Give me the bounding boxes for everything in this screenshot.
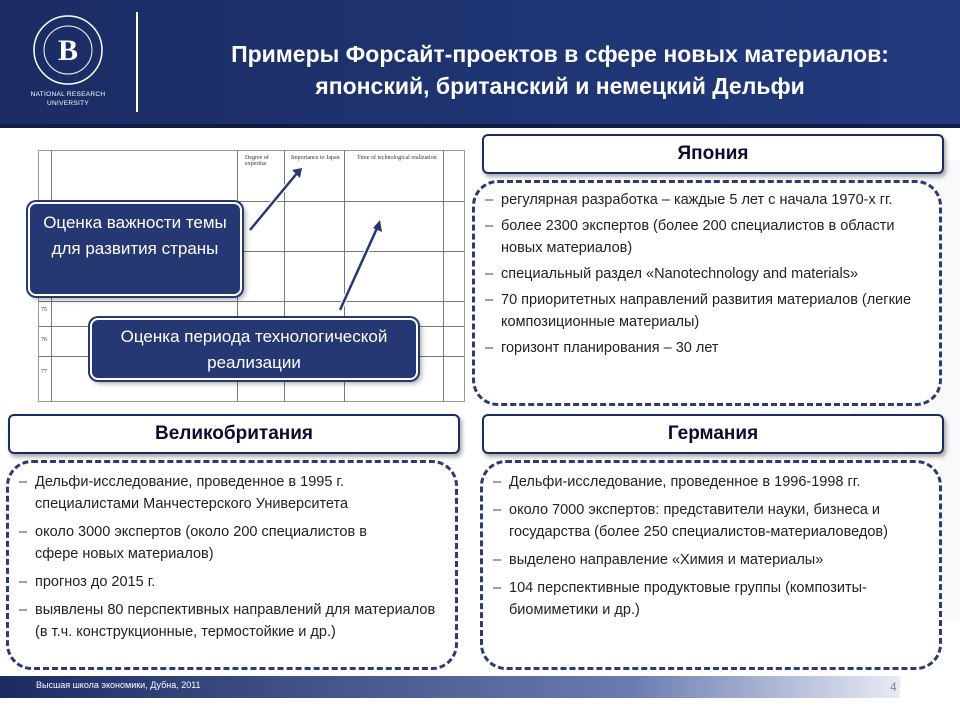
table-line [284, 151, 285, 401]
title-line-2: японский, британский и немецкий Дельфи [315, 73, 805, 99]
list-item: горизонт планирования – 30 лет [483, 337, 937, 359]
list-item: регулярная разработка – каждые 5 лет с н… [483, 189, 937, 211]
header-bar [0, 0, 960, 128]
title-line-1: Примеры Форсайт-проектов в сфере новых м… [231, 41, 889, 67]
uk-box: Дельфи-исследование, проведенное в 1995 … [6, 460, 458, 670]
page-number: 4 [890, 680, 897, 694]
germany-list: Дельфи-исследование, проведенное в 1996-… [491, 471, 919, 621]
callout-arrows [248, 168, 382, 312]
row-number: 77 [41, 369, 47, 375]
hse-logo-icon: В [33, 15, 103, 85]
footer-text: Высшая школа экономики, Дубна, 2011 [36, 680, 201, 690]
list-item: 70 приоритетных направлений развития мат… [483, 289, 937, 333]
germany-box: Дельфи-исследование, проведенное в 1996-… [480, 460, 942, 670]
list-item: 104 перспективные продуктовые группы (ко… [491, 577, 919, 621]
japan-box: регулярная разработка – каждые 5 лет с н… [472, 180, 942, 406]
list-item: Дельфи-исследование, проведенное в 1996-… [491, 471, 919, 493]
list-item: около 7000 экспертов: представители наук… [491, 499, 919, 543]
uk-list: Дельфи-исследование, проведенное в 1995 … [17, 471, 445, 643]
col-header: Time of technological realization [357, 155, 437, 161]
col-header: Importance to Japan [291, 155, 340, 161]
list-item: более 2300 экспертов (более 200 специали… [483, 215, 937, 259]
header-separator [136, 12, 138, 112]
list-item: выделено направление «Химия и материалы» [491, 549, 919, 571]
table-line [39, 301, 464, 302]
header-divider [0, 124, 960, 128]
table-line [344, 151, 345, 401]
japan-list: регулярная разработка – каждые 5 лет с н… [483, 189, 937, 359]
table-line [443, 151, 444, 401]
table-line [39, 201, 464, 202]
list-item: Дельфи-исследование, проведенное в 1995 … [17, 471, 445, 515]
svg-text:В: В [58, 34, 78, 67]
germany-label: Германия [482, 414, 944, 454]
list-item: специальный раздел «Nanotechnology and m… [483, 263, 937, 285]
footer-bar [0, 676, 900, 698]
page-title: Примеры Форсайт-проектов в сфере новых м… [160, 38, 960, 102]
uk-label: Великобритания [8, 414, 460, 454]
logo-caption: NATIONAL RESEARCH UNIVERSITY [30, 91, 106, 107]
col-header: Degree of expertise [245, 155, 269, 167]
table-line [39, 251, 464, 252]
row-number: 76 [41, 337, 47, 343]
list-item: около 3000 экспертов (около 200 специали… [17, 521, 445, 565]
japan-label: Япония [482, 134, 944, 174]
row-number: 75 [41, 307, 47, 313]
list-item: прогноз до 2015 г. [17, 571, 445, 593]
list-item: выявлены 80 перспективных направлений дл… [17, 599, 445, 643]
callout-period: Оценка периода технологической реализаци… [90, 318, 418, 380]
callout-importance: Оценка важности темы для развития страны [28, 202, 242, 296]
